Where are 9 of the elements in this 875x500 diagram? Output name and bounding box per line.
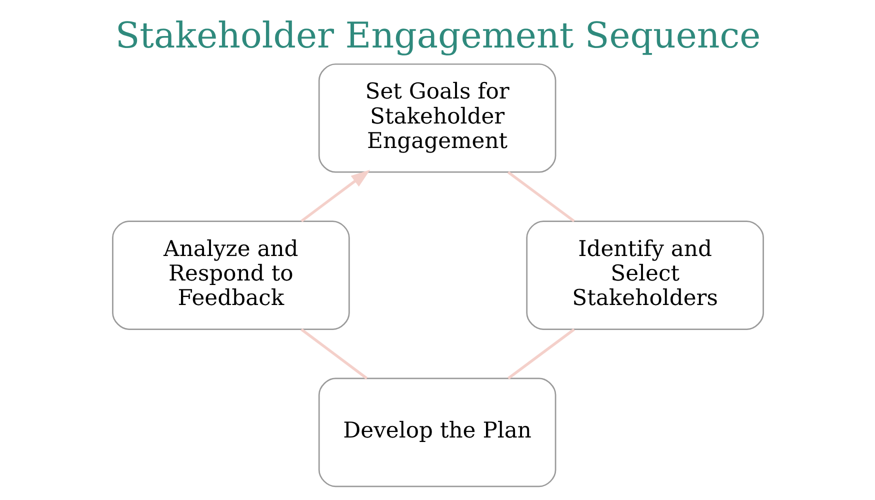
connector [506, 328, 574, 380]
connector [506, 171, 574, 222]
connector [300, 328, 368, 380]
arrow [300, 170, 370, 222]
node-box: Identify and Select Stakeholders [526, 220, 764, 330]
node-box: Develop the Plan [318, 378, 556, 488]
node-box: Set Goals for Stakeholder Engagement [318, 63, 556, 173]
diagram-title: Stakeholder Engagement Sequence [114, 15, 760, 56]
node-box: Analyze and Respond to Feedback [112, 220, 350, 330]
